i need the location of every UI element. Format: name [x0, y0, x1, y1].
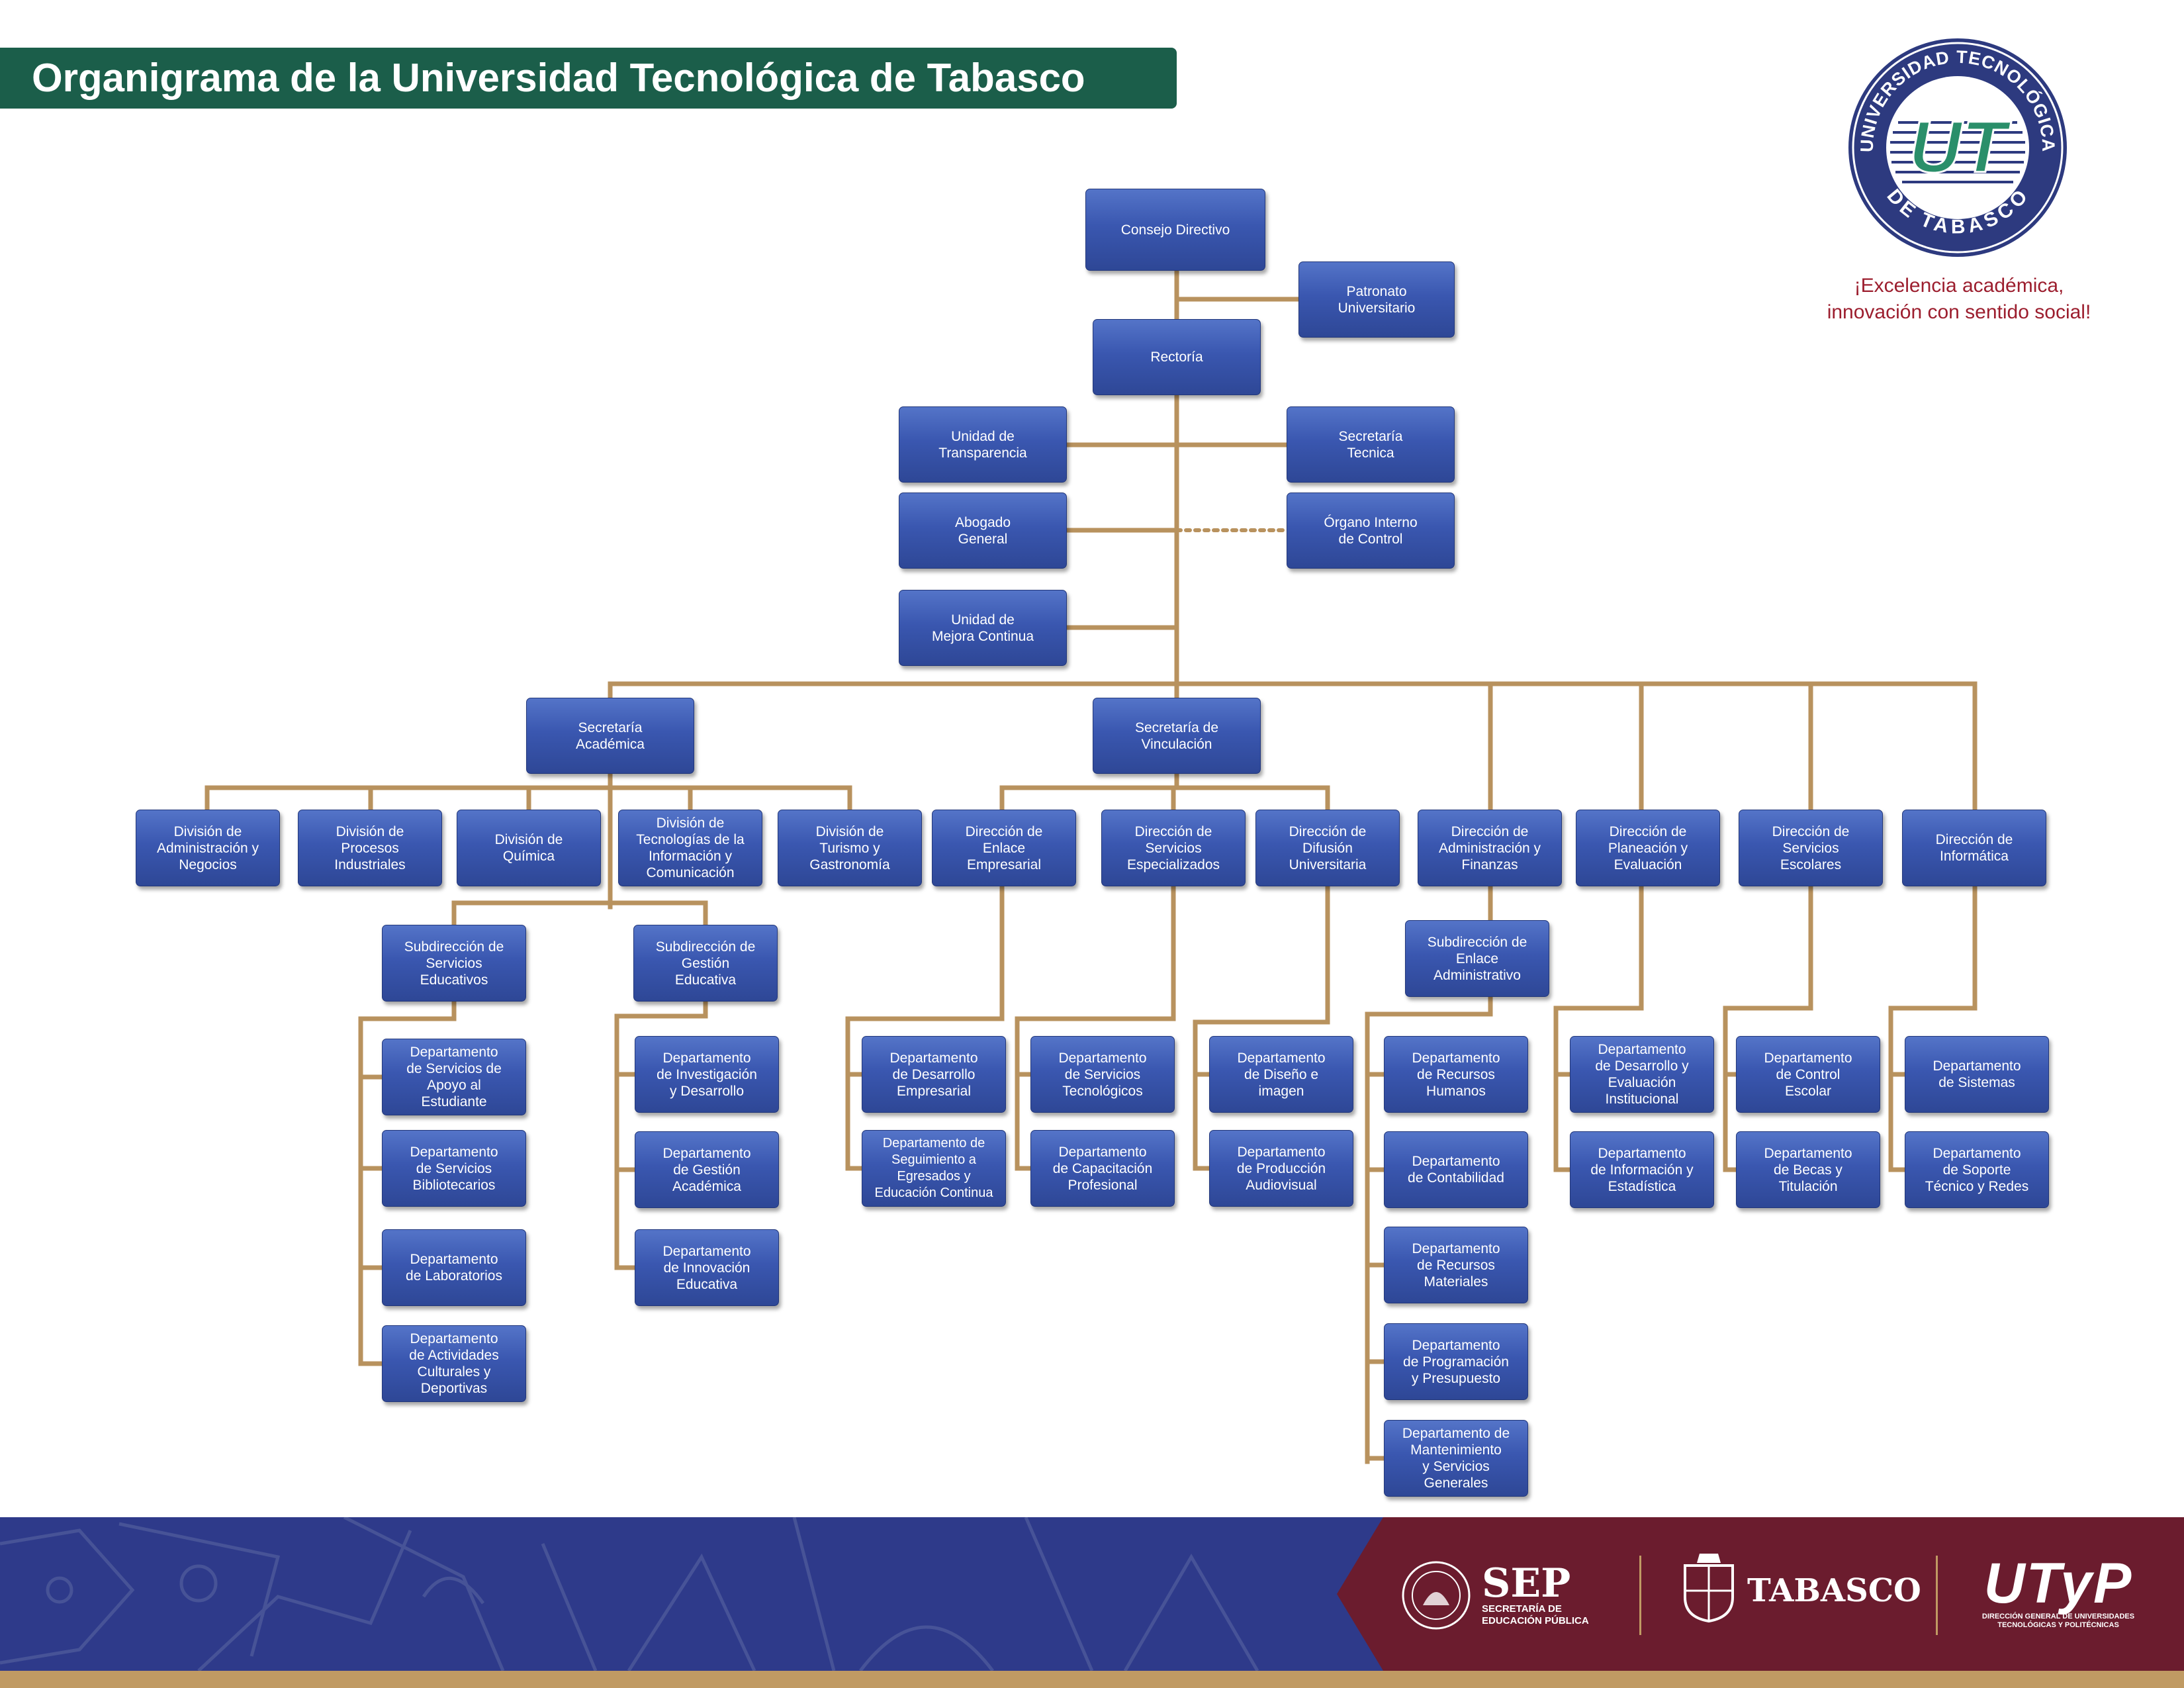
box-secretaria-academica: Secretaría Académica [526, 698, 694, 774]
box-dep-desarrollo-institucional: Departamento de Desarrollo y Evaluación … [1570, 1036, 1714, 1113]
box-dir-servicios-especializados: Dirección de Servicios Especializados [1101, 810, 1246, 886]
box-subdir-gestion-educativa: Subdirección de Gestión Educativa [633, 925, 778, 1002]
box-dep-sistemas: Departamento de Sistemas [1905, 1036, 2049, 1113]
mexico-seal-icon [1402, 1561, 1471, 1630]
box-dep-capacitacion: Departamento de Capacitación Profesional [1030, 1130, 1175, 1207]
box-dep-apoyo-estudiante: Departamento de Servicios de Apoyo al Es… [382, 1039, 526, 1115]
box-dep-programacion: Departamento de Programación y Presupues… [1384, 1323, 1528, 1400]
box-dep-innovacion: Departamento de Innovación Educativa [635, 1229, 779, 1306]
utyp-sub-1: DIRECCIÓN GENERAL DE UNIVERSIDADES [1981, 1613, 2135, 1620]
box-secretaria-tecnica: Secretaría Tecnica [1287, 406, 1455, 483]
box-dep-servicios-tecnologicos: Departamento de Servicios Tecnológicos [1030, 1036, 1175, 1113]
utyp-label: UTyP [1983, 1552, 2133, 1615]
tabasco-label: TABASCO [1747, 1572, 1921, 1609]
slogan-line-1: ¡Excelencia académica, [1854, 275, 2064, 297]
university-logo: UT UNIVERSIDAD TECNOLÓGICA DE TABASCO [1848, 38, 2067, 257]
box-dir-planeacion: Dirección de Planeación y Evaluación [1576, 810, 1720, 886]
box-dep-recursos-materiales: Departamento de Recursos Materiales [1384, 1227, 1528, 1303]
box-dep-investigacion: Departamento de Investigación y Desarrol… [635, 1036, 779, 1113]
box-dir-difusion: Dirección de Difusión Universitaria [1255, 810, 1400, 886]
box-secretaria-vinculacion: Secretaría de Vinculación [1093, 698, 1261, 774]
footer-gold-strip [0, 1671, 2184, 1688]
box-rectoria: Rectoría [1093, 319, 1261, 395]
box-dep-control-escolar: Departamento de Control Escolar [1736, 1036, 1880, 1113]
box-div-tic: División de Tecnologías de la Informació… [618, 810, 762, 886]
box-div-turismo: División de Turismo y Gastronomía [778, 810, 922, 886]
page-title: Organigrama de la Universidad Tecnológic… [0, 48, 1177, 109]
box-dir-informatica: Dirección de Informática [1902, 810, 2046, 886]
box-mejora-continua: Unidad de Mejora Continua [899, 590, 1067, 666]
box-subdir-enlace-administrativo: Subdirección de Enlace Administrativo [1405, 920, 1549, 997]
box-dep-becas-titulacion: Departamento de Becas y Titulación [1736, 1131, 1880, 1208]
org-connectors [205, 269, 1978, 1464]
box-dep-diseno-imagen: Departamento de Diseño e imagen [1209, 1036, 1353, 1113]
box-subdir-servicios-educativos: Subdirección de Servicios Educativos [382, 925, 526, 1002]
box-dep-desarrollo-empresarial: Departamento de Desarrollo Empresarial [862, 1036, 1006, 1113]
box-patronato: Patronato Universitario [1298, 261, 1455, 338]
box-dir-servicios-escolares: Dirección de Servicios Escolares [1739, 810, 1883, 886]
box-dep-seguimiento-egresados: Departamento de Seguimiento a Egresados … [862, 1130, 1006, 1207]
utyp-sub-2: TECNOLÓGICAS Y POLITÉCNICAS [1997, 1621, 2119, 1629]
box-consejo-directivo: Consejo Directivo [1085, 189, 1265, 271]
box-div-administracion: División de Administración y Negocios [136, 810, 280, 886]
footer-divider-2 [1936, 1556, 1938, 1635]
box-unidad-transparencia: Unidad de Transparencia [899, 406, 1067, 483]
footer-divider-1 [1639, 1556, 1641, 1635]
sep-sub-2: EDUCACIÓN PÚBLICA [1482, 1615, 1589, 1626]
box-dep-mantenimiento: Departamento de Mantenimiento y Servicio… [1384, 1420, 1528, 1497]
footer-maroon-panel [1337, 1517, 2184, 1671]
box-dir-enlace-empresarial: Dirección de Enlace Empresarial [932, 810, 1076, 886]
slogan: ¡Excelencia académica, innovación con se… [1787, 273, 2131, 326]
tabasco-shield-icon [1684, 1554, 1734, 1623]
box-dep-soporte-tecnico: Departamento de Soporte Técnico y Redes [1905, 1131, 2049, 1208]
box-dep-recursos-humanos: Departamento de Recursos Humanos [1384, 1036, 1528, 1113]
box-dep-laboratorios: Departamento de Laboratorios [382, 1229, 526, 1306]
box-organo-interno: Órgano Interno de Control [1287, 492, 1455, 569]
sep-label: SEP [1482, 1560, 1571, 1607]
box-dep-contabilidad: Departamento de Contabilidad [1384, 1131, 1528, 1208]
box-abogado-general: Abogado General [899, 492, 1067, 569]
logo-ut: UT [1909, 107, 2011, 188]
box-dep-produccion-audiovisual: Departamento de Producción Audiovisual [1209, 1130, 1353, 1207]
sep-sub-1: SECRETARÍA DE [1482, 1603, 1562, 1615]
footer-pattern-decoration [0, 1517, 1259, 1671]
box-div-procesos: División de Procesos Industriales [298, 810, 442, 886]
box-dep-actividades: Departamento de Actividades Culturales y… [382, 1325, 526, 1402]
box-div-quimica: División de Química [457, 810, 601, 886]
box-dep-gestion-academica: Departamento de Gestión Académica [635, 1131, 779, 1208]
sep-logo: SEP SECRETARÍA DE EDUCACIÓN PÚBLICA [1400, 1552, 1589, 1638]
box-dep-bibliotecarios: Departamento de Servicios Bibliotecarios [382, 1130, 526, 1207]
box-dir-administracion-finanzas: Dirección de Administración y Finanzas [1418, 810, 1562, 886]
utyp-logo: UTyP DIRECCIÓN GENERAL DE UNIVERSIDADES … [1976, 1554, 2141, 1630]
box-dep-informacion-estadistica: Departamento de Información y Estadístic… [1570, 1131, 1714, 1208]
slogan-line-2: innovación con sentido social! [1827, 301, 2091, 323]
